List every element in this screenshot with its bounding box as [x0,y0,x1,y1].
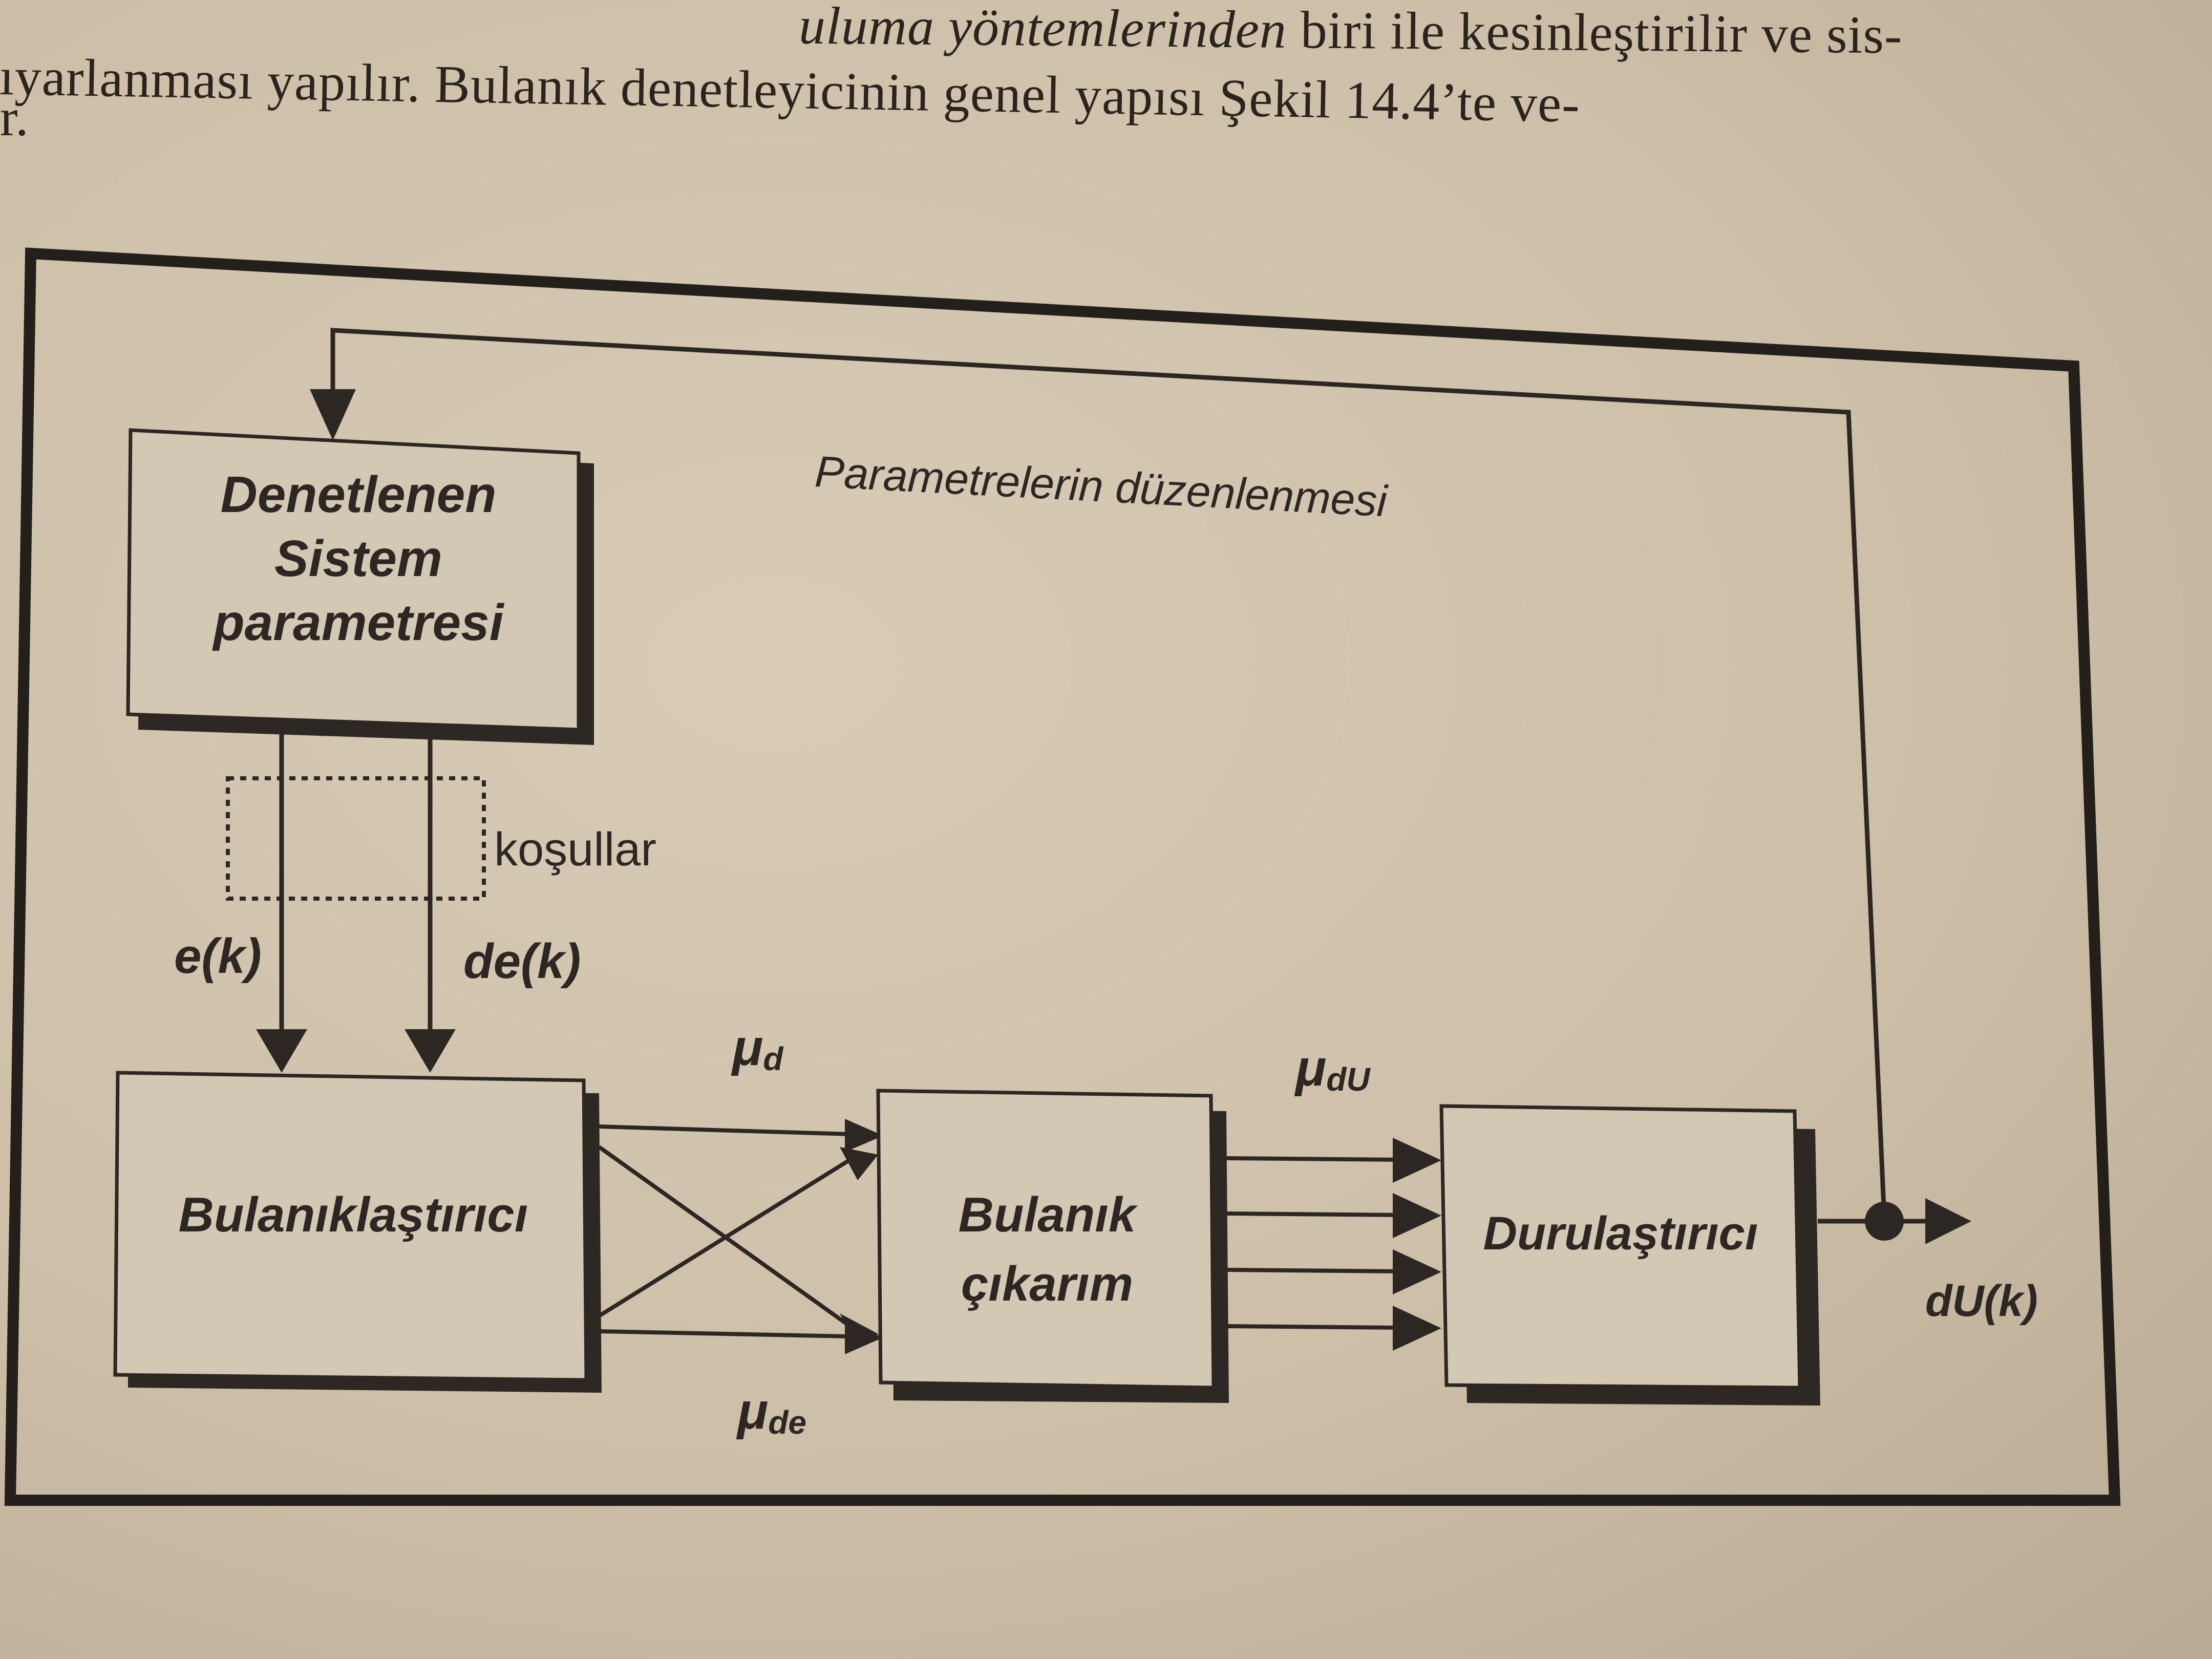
conditions-dotted-box [226,776,486,901]
mu-du-arrow-head-1 [1393,1138,1441,1183]
mu-du-arrow-head-3 [1393,1249,1441,1294]
mu-du-label: μdU [1294,1039,1371,1098]
output-arrow [1818,1198,1971,1244]
mu-arrow-head-4 [845,1321,883,1354]
system-box-line-2: Sistem [274,530,442,587]
membership-arrows [598,1124,852,1338]
conditions-label: koşullar [494,823,656,876]
mu-du-arrow-head-4 [1393,1306,1441,1351]
system-box-line-3: parametresi [212,594,505,651]
signal-lines [279,732,433,1029]
defuzzifier-label: Durulaştırıcı [1483,1207,1758,1260]
output-label: dU(k) [1925,1277,2038,1326]
inference-box: Bulanık çıkarım [876,1089,1229,1403]
mu-de-label: μde [736,1382,806,1441]
system-parameter-box: Denetlenen Sistem parametresi [126,428,594,745]
mu-arrow-head-2 [840,1147,878,1180]
de-arrow-head [405,1029,456,1073]
inference-label-line-1: Bulanık [959,1187,1138,1242]
signal-e-label: e(k) [174,929,262,984]
mu-du-arrow-head-2 [1393,1193,1441,1238]
feedback-label: Parametrelerin düzenlenmesi [814,447,1390,526]
mu-arrow-head-1 [845,1119,883,1152]
feedback-loop [310,328,1887,1219]
e-arrow-head [256,1029,307,1073]
outer-frame [4,247,2121,1506]
fuzzifier-label: Bulanıklaştırıcı [179,1187,528,1242]
mu-d-label: μd [731,1019,784,1077]
inference-label-line-2: çıkarım [961,1257,1133,1311]
text-line-3: r. [0,88,29,147]
fuzzifier-box: Bulanıklaştırıcı [113,1071,602,1393]
system-box-line-1: Denetlenen [220,466,496,523]
defuzzifier-box: Durulaştırıcı [1439,1104,1820,1406]
output-membership-arrows [1226,1156,1403,1330]
signal-de-label: de(k) [463,934,581,989]
